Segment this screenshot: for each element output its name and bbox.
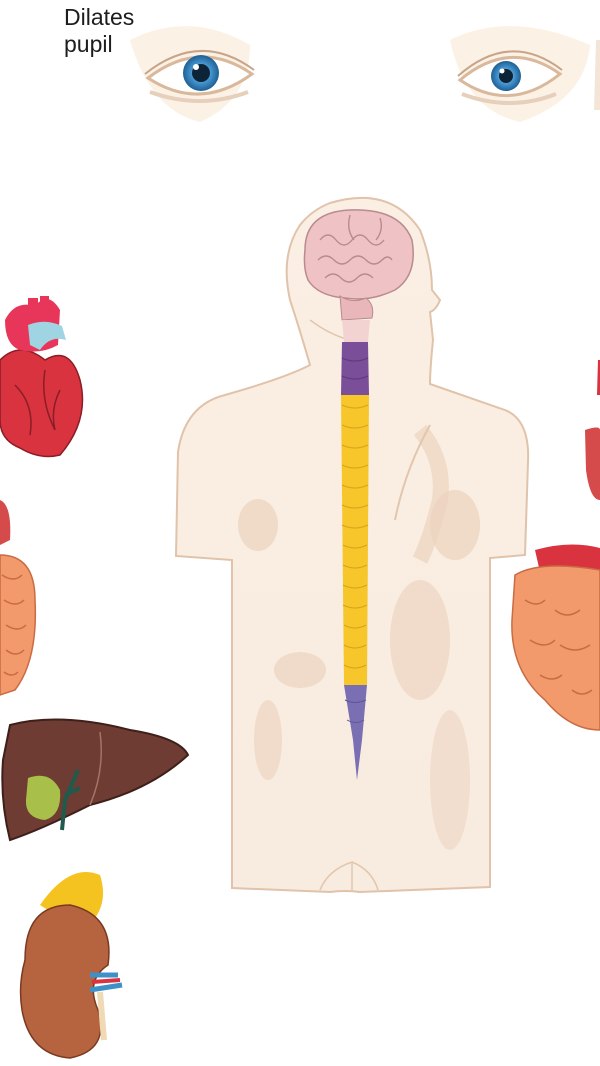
eye-effect-line-1: Dilates	[64, 4, 134, 31]
thoracic-section	[341, 395, 369, 685]
eye-effect-label: Dilates pupil	[64, 4, 134, 58]
left-eye-icon	[130, 26, 254, 122]
heart-icon	[0, 296, 83, 456]
cervical-section	[341, 342, 369, 395]
kidney-icon	[21, 872, 122, 1058]
left-intestine-icon	[0, 500, 35, 695]
eye-effect-line-2: pupil	[64, 31, 134, 58]
liver-icon	[2, 720, 188, 840]
right-edge-fragment	[594, 40, 600, 110]
right-eye-icon	[450, 26, 590, 122]
